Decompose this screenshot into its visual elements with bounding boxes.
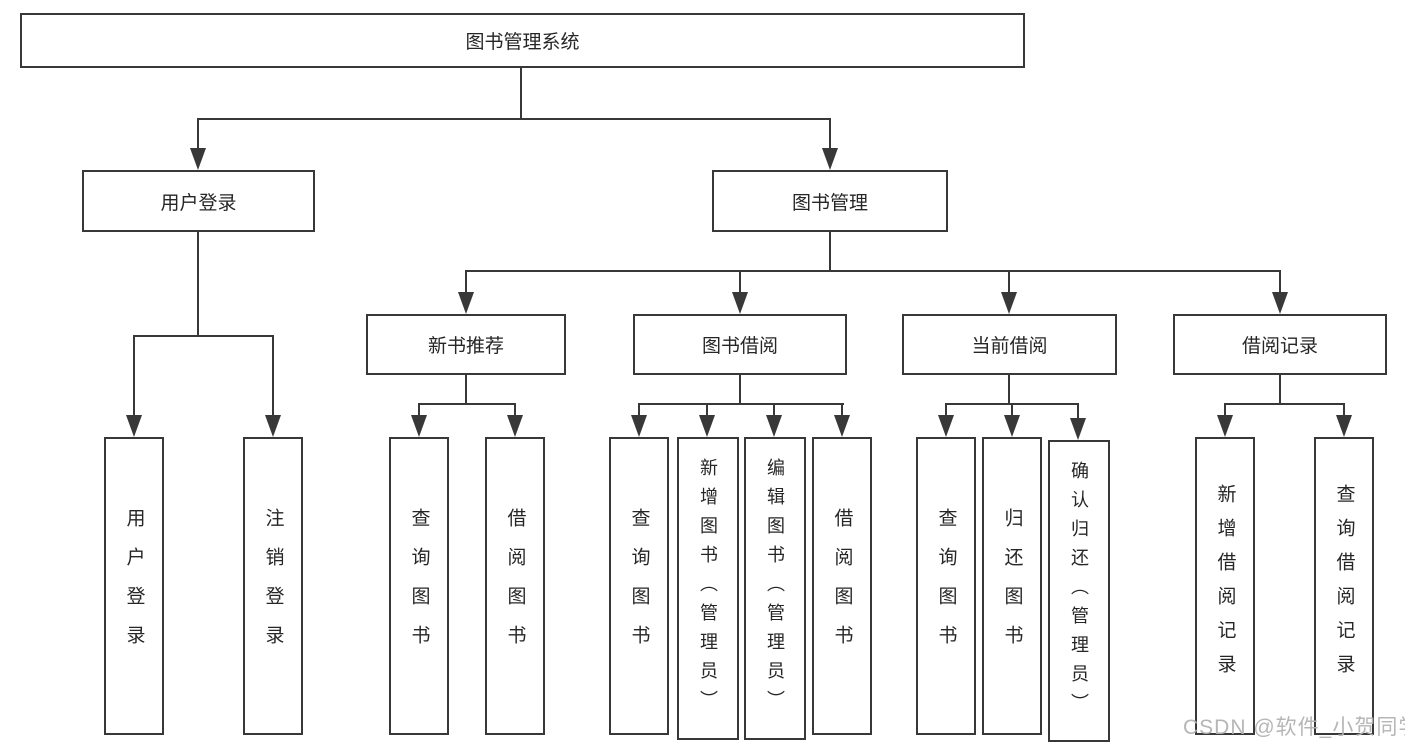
leaf-return-books-label: 归还图书 [1001, 508, 1023, 664]
leaf-user-login: 用户登录 [104, 437, 164, 735]
connector-book-mgmt-stem [829, 232, 831, 272]
leaf-query-borrow-record: 查询借阅记录 [1314, 437, 1374, 735]
arrow-down-icon [1217, 415, 1233, 437]
connector-shaft [272, 337, 274, 417]
connector-level3-bus [465, 270, 1281, 272]
connector-shaft [465, 272, 467, 294]
connector-new-book-stem [465, 375, 467, 405]
leaf-edit-book-admin-label: 编辑图书（管理员） [765, 458, 785, 719]
connector-new-book-bus [418, 403, 516, 405]
leaf-query-books-current: 查询图书 [916, 437, 976, 735]
leaf-logout: 注销登录 [243, 437, 303, 735]
node-library-system: 图书管理系统 [20, 13, 1025, 68]
arrow-down-icon [699, 415, 715, 437]
connector-book-borrow-stem [739, 375, 741, 405]
connector-borrow-records-stem [1279, 375, 1281, 405]
connector-shaft [1279, 272, 1281, 294]
leaf-query-books-borrow: 查询图书 [609, 437, 669, 735]
leaf-add-book-admin: 新增图书（管理员） [677, 437, 739, 740]
connector-user-login-shaft [197, 120, 199, 150]
arrow-down-icon [822, 148, 838, 170]
node-borrow-records-label: 借阅记录 [1241, 336, 1318, 357]
node-current-borrow-label: 当前借阅 [971, 336, 1048, 357]
connector-shaft [1008, 272, 1010, 294]
leaf-logout-label: 注销登录 [262, 508, 284, 664]
leaf-query-books-label: 查询图书 [408, 508, 430, 664]
arrow-down-icon [938, 415, 954, 437]
connector-root-stem [520, 68, 522, 120]
leaf-borrow-books-label: 借阅图书 [831, 508, 853, 664]
connector-shaft [1077, 405, 1079, 419]
node-user-login: 用户登录 [82, 170, 315, 232]
connector-shaft [841, 405, 843, 417]
connector-shaft [773, 405, 775, 417]
connector-shaft [1011, 405, 1013, 417]
connector-shaft [945, 405, 947, 417]
arrow-down-icon [265, 415, 281, 437]
leaf-edit-book-admin: 编辑图书（管理员） [744, 437, 806, 740]
leaf-user-login-label: 用户登录 [123, 508, 145, 664]
node-book-borrow: 图书借阅 [633, 314, 847, 375]
node-book-borrow-label: 图书借阅 [701, 336, 778, 357]
leaf-add-borrow-record: 新增借阅记录 [1195, 437, 1255, 735]
node-new-book-recommend: 新书推荐 [366, 314, 566, 375]
connector-current-borrow-stem [1008, 375, 1010, 405]
connector-book-mgmt-shaft [829, 120, 831, 150]
arrow-down-icon [507, 415, 523, 437]
node-book-management-label: 图书管理 [791, 192, 868, 214]
node-current-borrow: 当前借阅 [902, 314, 1117, 375]
leaf-add-borrow-record-label: 新增借阅记录 [1214, 484, 1236, 688]
csdn-watermark: CSDN @软件_小贺同学 [1183, 716, 1405, 739]
arrow-down-icon [458, 292, 474, 314]
connector-shaft [706, 405, 708, 417]
connector-shaft [1224, 405, 1226, 417]
arrow-down-icon [732, 292, 748, 314]
leaf-query-books-newbook: 查询图书 [389, 437, 449, 735]
connector-user-login-stem [197, 232, 199, 337]
leaf-confirm-return-admin-label: 确认归还（管理员） [1069, 460, 1089, 722]
arrow-down-icon [1272, 292, 1288, 314]
arrow-down-icon [766, 415, 782, 437]
arrow-down-icon [1336, 415, 1352, 437]
leaf-borrow-books-label: 借阅图书 [504, 508, 526, 664]
node-user-login-label: 用户登录 [160, 192, 237, 214]
connector-user-login-bus [133, 335, 274, 337]
leaf-query-borrow-record-label: 查询借阅记录 [1333, 484, 1355, 688]
leaf-borrow-books-borrow: 借阅图书 [812, 437, 872, 735]
arrow-down-icon [1001, 292, 1017, 314]
leaf-confirm-return-admin: 确认归还（管理员） [1048, 440, 1110, 742]
leaf-query-books-label: 查询图书 [628, 508, 650, 664]
arrow-down-icon [190, 148, 206, 170]
arrow-down-icon [126, 415, 142, 437]
connector-shaft [514, 405, 516, 417]
node-book-management: 图书管理 [712, 170, 948, 232]
node-borrow-records: 借阅记录 [1173, 314, 1387, 375]
leaf-borrow-books-newbook: 借阅图书 [485, 437, 545, 735]
leaf-return-books: 归还图书 [982, 437, 1042, 735]
arrow-down-icon [834, 415, 850, 437]
connector-shaft [133, 337, 135, 417]
connector-current-borrow-bus [945, 403, 1079, 405]
arrow-down-icon [631, 415, 647, 437]
connector-shaft [638, 405, 640, 417]
connector-shaft [1343, 405, 1345, 417]
connector-shaft [739, 272, 741, 294]
node-new-book-recommend-label: 新书推荐 [427, 336, 504, 357]
connector-shaft [418, 405, 420, 417]
arrow-down-icon [411, 415, 427, 437]
connector-borrow-records-bus [1224, 403, 1345, 405]
arrow-down-icon [1004, 415, 1020, 437]
leaf-query-books-label: 查询图书 [935, 508, 957, 664]
node-library-system-label: 图书管理系统 [465, 32, 580, 53]
arrow-down-icon [1070, 418, 1086, 440]
leaf-add-book-admin-label: 新增图书（管理员） [698, 458, 718, 719]
connector-level2-bus [197, 118, 831, 120]
connector-book-borrow-bus [638, 403, 844, 405]
